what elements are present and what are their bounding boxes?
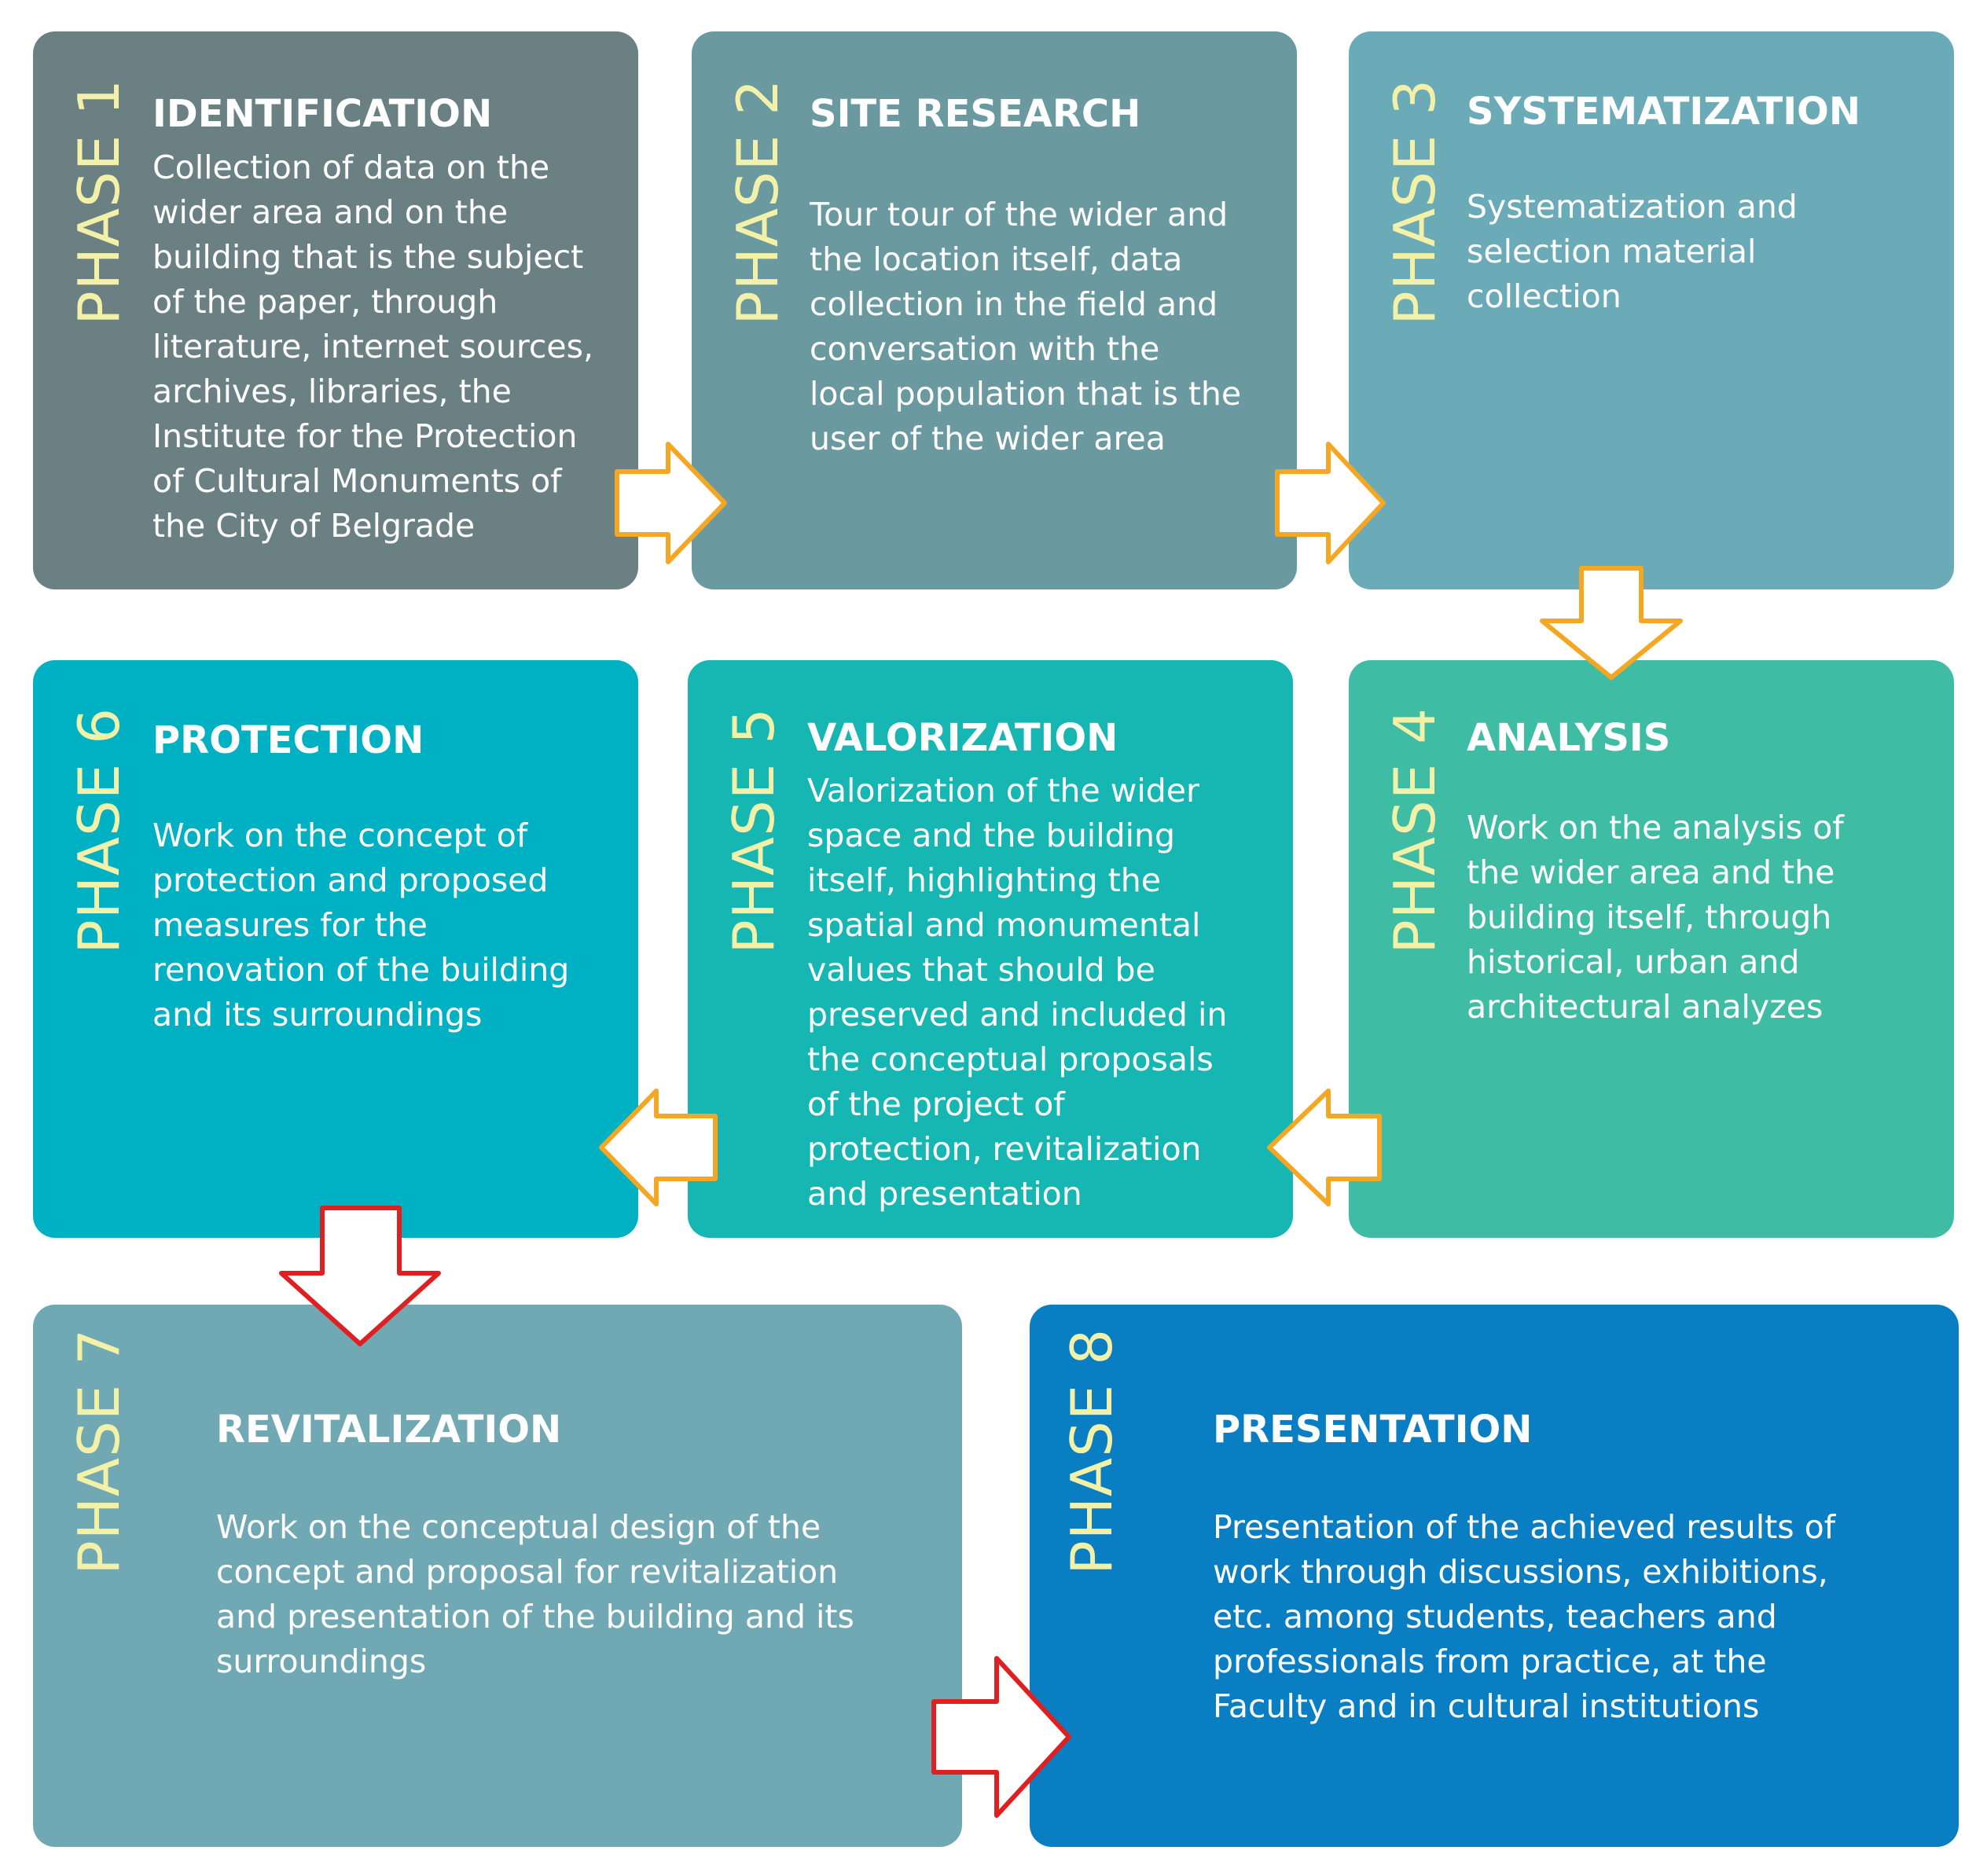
phase-2-box: PHASE 2 SITE RESEARCH Tour tour of the w… [692, 31, 1297, 589]
phase-8-text: Presentation of the achieved results of … [1213, 1508, 1836, 1725]
phase-6-label: PHASE 6 [66, 707, 132, 954]
phase-3-title: SYSTEMATIZATION [1467, 90, 1861, 134]
phase-3-label: PHASE 3 [1382, 79, 1448, 325]
phase-1-label: PHASE 1 [66, 79, 132, 325]
phase-5-title: VALORIZATION [807, 716, 1118, 760]
phase-7-title: REVITALIZATION [216, 1408, 562, 1452]
phase-1-box: PHASE 1 IDENTIFICATION Collection of dat… [33, 31, 638, 589]
phase-6-title: PROTECTION [152, 718, 424, 762]
phase-5-box: PHASE 5 VALORIZATION Valorization of the… [688, 660, 1293, 1238]
phase-2-text: Tour tour of the wider and the location … [810, 196, 1242, 457]
phase-6-text: Work on the concept of protection and pr… [152, 817, 570, 1033]
phase-4-text: Work on the analysis of the wider area a… [1467, 809, 1844, 1026]
phase-3-box: PHASE 3 SYSTEMATIZATION Systematization … [1349, 31, 1954, 589]
phase-8-box: PHASE 8 PRESENTATION Presentation of the… [1030, 1305, 1959, 1847]
phase-8-title: PRESENTATION [1213, 1408, 1533, 1452]
phase-1-title: IDENTIFICATION [152, 92, 493, 136]
phase-4-box: PHASE 4 ANALYSIS Work on the analysis of… [1349, 660, 1954, 1238]
phase-2-title: SITE RESEARCH [810, 92, 1141, 136]
phase-7-text: Work on the conceptual design of the con… [216, 1508, 854, 1680]
phase-8-label: PHASE 8 [1059, 1328, 1125, 1575]
phase-6-box: PHASE 6 PROTECTION Work on the concept o… [33, 660, 638, 1238]
phase-5-text: Valorization of the wider space and the … [807, 772, 1228, 1213]
phase-4-label: PHASE 4 [1382, 707, 1448, 954]
phase-5-label: PHASE 5 [721, 707, 787, 954]
phase-2-label: PHASE 2 [725, 79, 791, 325]
phase-7-box: PHASE 7 REVITALIZATION Work on the conce… [33, 1305, 962, 1847]
phase-1-text: Collection of data on the wider area and… [152, 149, 594, 545]
phase-4-title: ANALYSIS [1467, 716, 1671, 760]
phase-7-label: PHASE 7 [66, 1328, 132, 1575]
phase-3-text: Systematization and selection material c… [1467, 188, 1798, 315]
